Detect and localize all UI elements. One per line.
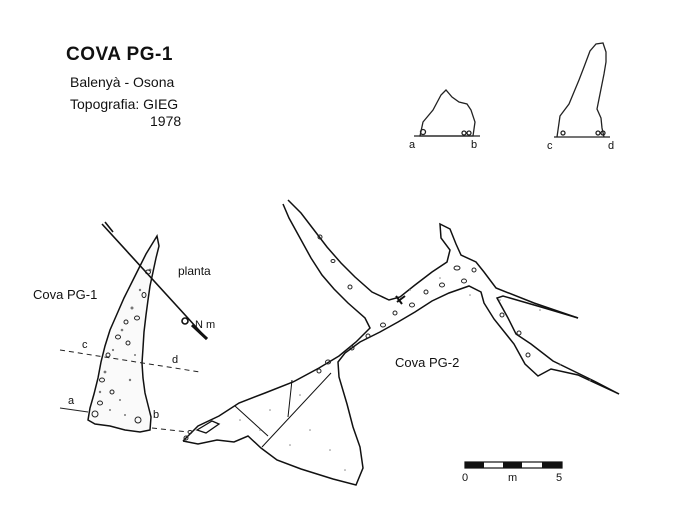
section-point-d-top: d xyxy=(608,140,615,152)
scale-end: 5 xyxy=(556,472,563,484)
location-text: Balenyà - Osona xyxy=(70,74,175,90)
section-point-d-plan: d xyxy=(172,354,179,366)
section-point-b-plan: b xyxy=(153,409,160,421)
section-point-c-plan: c xyxy=(82,339,88,351)
section-point-c-top: c xyxy=(547,140,553,152)
scale-unit: m xyxy=(508,472,518,484)
survey-credit: Topografia: GIEG xyxy=(70,96,179,112)
section-point-b-top: b xyxy=(471,139,478,151)
map-title: COVA PG-1 xyxy=(66,44,173,65)
plan-label: planta xyxy=(178,264,211,278)
cave-pg2-plan xyxy=(182,199,620,486)
cave-pg2-boulders xyxy=(183,234,531,441)
scale-start: 0 xyxy=(462,472,469,484)
cave-floor-stipple xyxy=(239,277,591,471)
cross-section-ab xyxy=(414,89,480,137)
north-arrow xyxy=(101,221,209,341)
survey-year: 1978 xyxy=(150,113,182,129)
north-label: N m xyxy=(195,319,216,331)
cave-pg1-label: Cova PG-1 xyxy=(33,287,98,302)
scale-bar xyxy=(464,461,563,469)
cross-section-cd xyxy=(554,42,610,138)
cave-pg1-plan xyxy=(59,233,201,433)
section-point-a-plan: a xyxy=(68,395,75,407)
cave-pg2-label: Cova PG-2 xyxy=(395,355,460,370)
section-point-a-top: a xyxy=(409,139,416,151)
